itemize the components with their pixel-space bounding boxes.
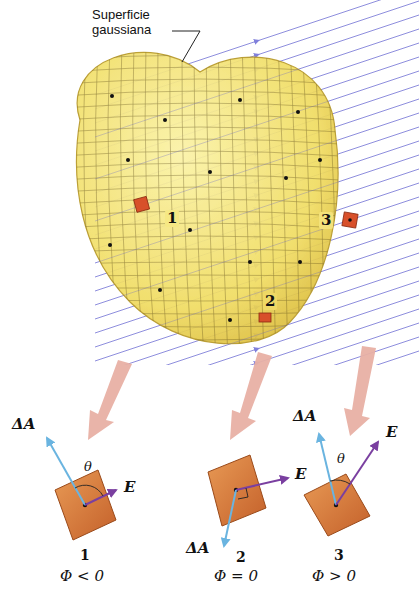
- patch-number: 3: [334, 547, 344, 563]
- flux-sign: Φ = 0: [214, 568, 258, 585]
- patch-number: 1: [80, 547, 90, 563]
- callout-number: 3: [319, 212, 333, 229]
- area-vector-label: ΔA: [186, 540, 209, 557]
- flux-sign: Φ < 0: [60, 568, 104, 585]
- angle-label: θ: [337, 452, 345, 467]
- field-vector-label: E: [295, 466, 306, 483]
- callout-number: 1: [165, 210, 179, 227]
- surface-label: Superficie gaussiana: [92, 8, 170, 38]
- flux-sign: Φ > 0: [312, 568, 356, 585]
- callout-number: 2: [263, 293, 277, 310]
- angle-label: θ: [84, 460, 92, 475]
- patch-number: 2: [236, 549, 246, 565]
- field-vector-label: E: [386, 424, 397, 441]
- area-vector-label: ΔA: [12, 416, 35, 433]
- field-vector-label: E: [124, 479, 135, 496]
- area-vector-label: ΔA: [293, 408, 316, 425]
